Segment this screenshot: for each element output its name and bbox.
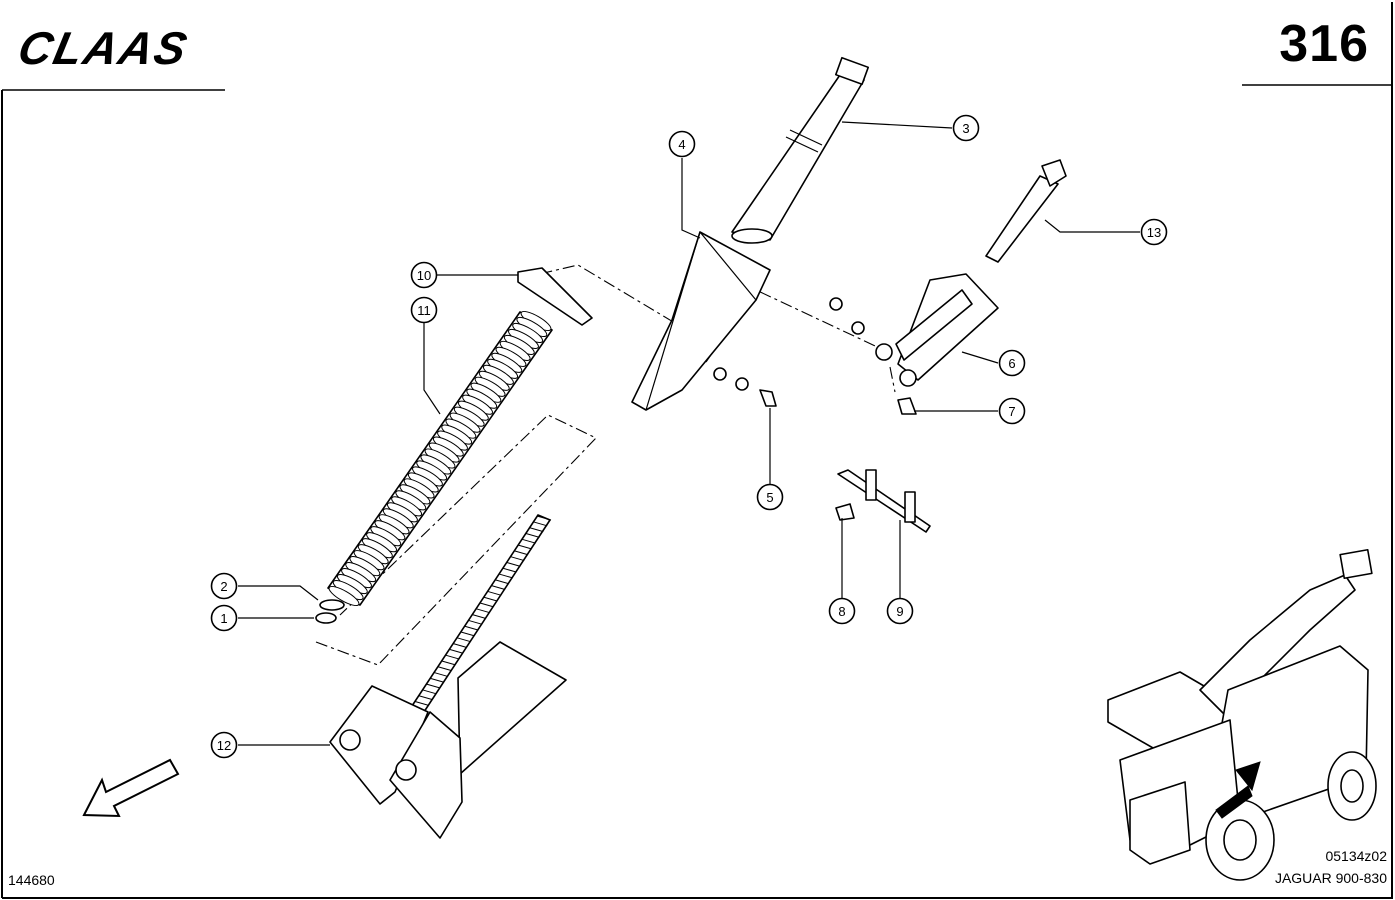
callout-label: 12: [217, 738, 231, 753]
callout-label: 2: [220, 579, 227, 594]
arrow-down-left-icon: [82, 758, 180, 818]
callout-6: 6: [998, 349, 1026, 377]
callout-label: 3: [962, 121, 969, 136]
callout-7: 7: [998, 397, 1026, 425]
callout-4: 4: [668, 130, 696, 158]
callout-2: 2: [210, 572, 238, 600]
callout-11: 11: [410, 296, 438, 324]
part-t-bracket: [837, 469, 931, 533]
assembly-lines: [315, 257, 896, 666]
part-washers: [315, 599, 345, 624]
callout-12: 12: [210, 731, 238, 759]
part-u-bracket: [875, 273, 999, 387]
part-bolt-long: [985, 159, 1067, 263]
callout-label: 10: [417, 268, 431, 283]
callout-9: 9: [886, 597, 914, 625]
reference-code: 05134z02: [1325, 848, 1387, 864]
claas-logo: CLAAS: [14, 26, 193, 70]
callout-label: 7: [1008, 404, 1015, 419]
part-fasteners: [713, 297, 917, 521]
leader-lines: [238, 121, 1140, 746]
drawing-number: 144680: [8, 872, 55, 888]
part-plate: [517, 267, 593, 326]
callout-3: 3: [952, 114, 980, 142]
callout-10: 10: [410, 261, 438, 289]
svg-text:CLAAS: CLAAS: [14, 26, 193, 70]
callout-label: 13: [1147, 225, 1161, 240]
part-threaded-rod: [406, 514, 552, 719]
callout-label: 11: [417, 303, 431, 318]
forage-harvester-icon: [1107, 548, 1377, 881]
callout-label: 5: [766, 490, 773, 505]
part-spring: [327, 310, 553, 607]
callout-1: 1: [210, 604, 238, 632]
callout-label: 6: [1008, 356, 1015, 371]
callout-label: 4: [678, 137, 685, 152]
part-sleeve: [731, 56, 870, 244]
part-housing: [631, 231, 771, 411]
model-name: JAGUAR 900-830: [1274, 870, 1387, 886]
part-bracket: [329, 641, 567, 839]
page-number: 316: [1279, 15, 1369, 73]
callout-8: 8: [828, 597, 856, 625]
callout-13: 13: [1140, 218, 1168, 246]
callout-label: 8: [838, 604, 845, 619]
callout-label: 9: [896, 604, 903, 619]
callout-5: 5: [756, 483, 784, 511]
callout-label: 1: [220, 611, 227, 626]
